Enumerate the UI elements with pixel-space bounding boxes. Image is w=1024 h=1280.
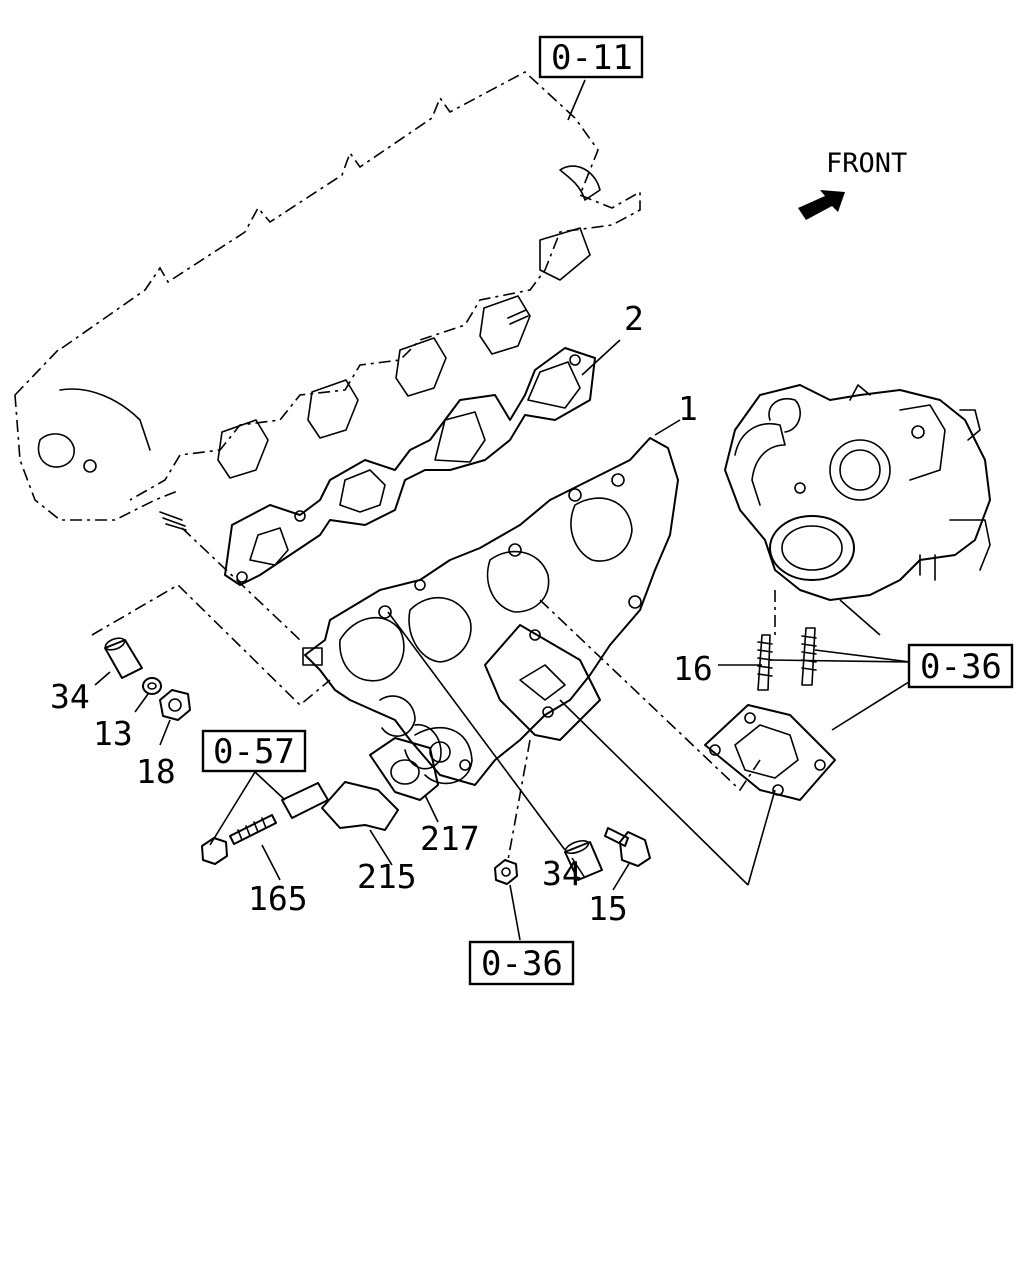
reference-box-0-11[interactable]: 0-11 <box>538 35 644 79</box>
callout-34-right: 34 <box>542 854 582 893</box>
reference-label: 0-11 <box>551 38 633 78</box>
callout-18: 18 <box>136 752 176 791</box>
callout-15: 15 <box>588 889 628 928</box>
callout-34-left: 34 <box>50 677 90 716</box>
turbo-gasket <box>704 704 836 801</box>
plate-215 <box>321 781 399 831</box>
reference-box-0-36-turbo[interactable]: 0-36 <box>907 643 1014 689</box>
reference-box-0-36-bottom[interactable]: 0-36 <box>468 940 575 986</box>
callout-217: 217 <box>420 819 480 858</box>
callout-13: 13 <box>93 714 133 753</box>
nut-18 <box>159 689 191 721</box>
callout-165: 165 <box>248 879 308 918</box>
turbocharger <box>724 384 991 601</box>
turbo-studs <box>757 627 817 691</box>
washer-13 <box>142 677 162 695</box>
manifold-gasket <box>224 347 596 586</box>
front-label: FRONT <box>826 148 907 179</box>
reference-label: 0-57 <box>213 732 295 772</box>
cylinder-head <box>14 71 641 531</box>
sleeve-34-right <box>564 839 603 881</box>
nut-bottom <box>494 859 518 885</box>
bolt-15 <box>604 827 651 867</box>
callouts: 2 1 16 34 13 18 217 215 165 34 15 <box>50 299 713 928</box>
callout-2: 2 <box>624 299 644 338</box>
callout-1: 1 <box>678 389 698 428</box>
reference-label: 0-36 <box>920 647 1002 687</box>
leader-lines <box>91 79 913 941</box>
exhaust-manifold <box>302 437 679 786</box>
front-arrow-icon <box>798 190 845 220</box>
reference-box-0-57[interactable]: 0-57 <box>201 729 307 773</box>
callout-16: 16 <box>673 649 713 688</box>
reference-label: 0-36 <box>481 944 563 984</box>
callout-215: 215 <box>357 857 417 896</box>
front-indicator: FRONT <box>798 148 907 220</box>
sleeve-34-left <box>104 637 143 679</box>
gasket-217 <box>369 737 439 801</box>
